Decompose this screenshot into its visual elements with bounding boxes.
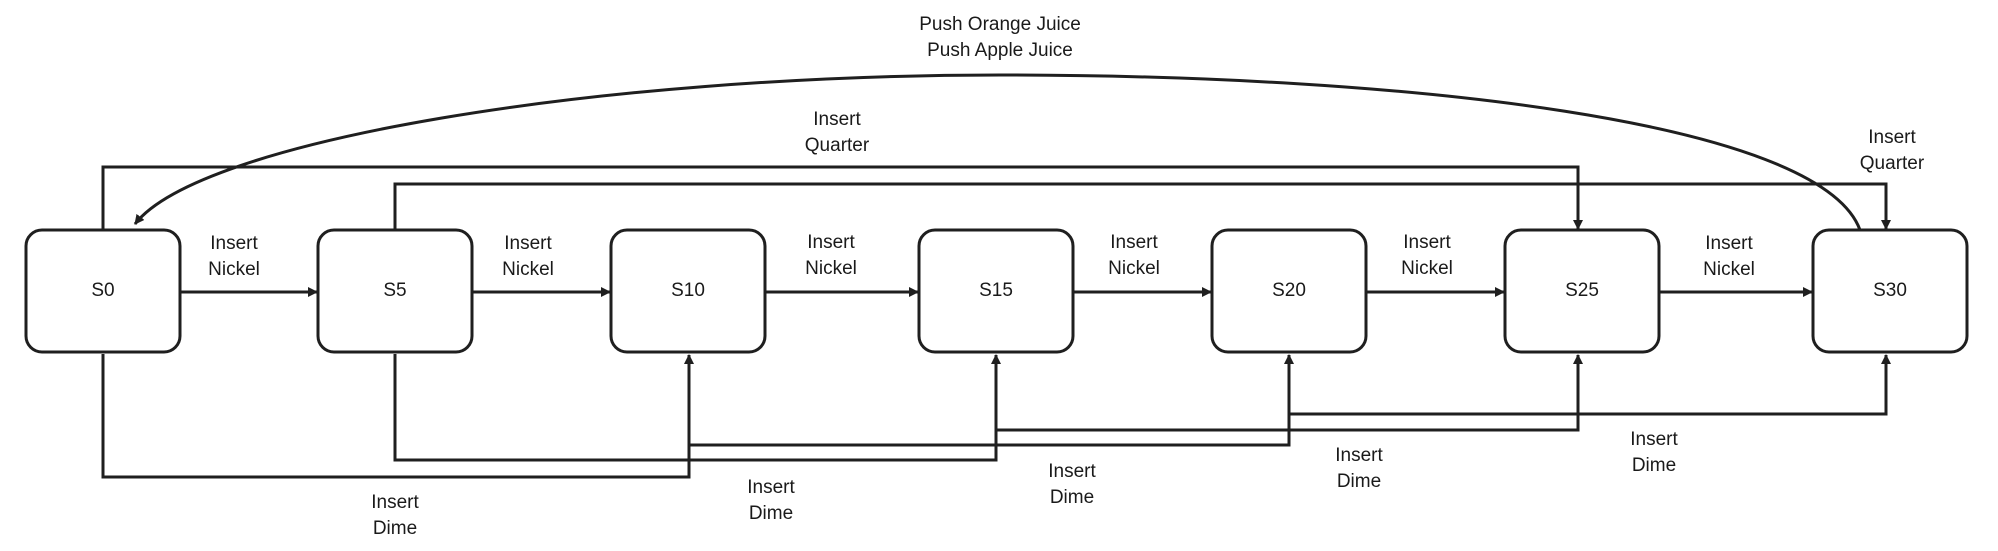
edge-label-nickel-s5-s10-line2: Nickel: [502, 259, 554, 280]
edge-dime-s5-s15: [393, 354, 1001, 462]
state-s5: S5: [316, 228, 474, 354]
edge-dime-s10-s20: [689, 354, 1294, 447]
edge-label-dime-s15-s25-line1: Insert: [1335, 445, 1383, 466]
edge-label-nickel-s0-s5-line1: Insert: [210, 233, 258, 254]
edge-push-juice: [133, 73, 1862, 231]
edge-label-quarter-s5-s30-line2: Quarter: [1860, 153, 1925, 174]
edge-label-nickel-s5-s10-line1: Insert: [504, 233, 552, 254]
edge-label-quarter-s0-s25-line2: Quarter: [805, 135, 870, 156]
state-s30: S30: [1811, 228, 1969, 354]
edge-label-push-juice-line1: Push Orange Juice: [919, 14, 1081, 35]
state-label-s20: S20: [1272, 280, 1306, 301]
edge-label-dime-s10-s20-line1: Insert: [1048, 461, 1096, 482]
state-label-s5: S5: [383, 280, 406, 301]
edge-label-dime-s5-s15-line2: Dime: [749, 503, 793, 524]
edge-label-nickel-s0-s5-line2: Nickel: [208, 259, 260, 280]
edge-dime-s20-s30: [1289, 354, 1891, 416]
edge-label-nickel-s10-s15-line1: Insert: [807, 232, 855, 253]
edge-label-dime-s0-s10-line1: Insert: [371, 492, 419, 513]
edge-label-quarter-s0-s25-line1: Insert: [813, 109, 861, 130]
edge-dime-s15-s25: [996, 354, 1583, 432]
state-s20: S20: [1210, 228, 1368, 354]
edge-label-dime-s15-s25-line2: Dime: [1337, 471, 1381, 492]
edge-label-dime-s0-s10-line2: Dime: [373, 518, 417, 539]
edge-quarter-s0-s25: [101, 165, 1583, 230]
state-label-s25: S25: [1565, 280, 1599, 301]
state-label-s0: S0: [91, 280, 114, 301]
edge-label-push-juice-line2: Push Apple Juice: [927, 40, 1073, 61]
edge-label-nickel-s15-s20-line1: Insert: [1110, 232, 1158, 253]
edge-label-nickel-s10-s15-line2: Nickel: [805, 258, 857, 279]
edge-label-dime-s5-s15-line1: Insert: [747, 477, 795, 498]
edge-label-dime-s10-s20-line2: Dime: [1050, 487, 1094, 508]
edge-dime-s0-s10: [101, 354, 694, 479]
edge-quarter-s5-s30: [393, 182, 1891, 230]
state-s10: S10: [609, 228, 767, 354]
edge-label-nickel-s15-s20-line2: Nickel: [1108, 258, 1160, 279]
edge-label-dime-s20-s30-line1: Insert: [1630, 429, 1678, 450]
state-label-s30: S30: [1873, 280, 1907, 301]
edge-label-quarter-s5-s30-line1: Insert: [1868, 127, 1916, 148]
state-label-s10: S10: [671, 280, 705, 301]
state-s0: S0: [24, 228, 182, 354]
edge-label-nickel-s20-s25-line2: Nickel: [1401, 258, 1453, 279]
edge-label-nickel-s25-s30-line2: Nickel: [1703, 259, 1755, 280]
edge-label-dime-s20-s30-line2: Dime: [1632, 455, 1676, 476]
state-label-s15: S15: [979, 280, 1013, 301]
state-s15: S15: [917, 228, 1075, 354]
state-s25: S25: [1503, 228, 1661, 354]
edge-label-nickel-s25-s30-line1: Insert: [1705, 233, 1753, 254]
edge-label-nickel-s20-s25-line1: Insert: [1403, 232, 1451, 253]
